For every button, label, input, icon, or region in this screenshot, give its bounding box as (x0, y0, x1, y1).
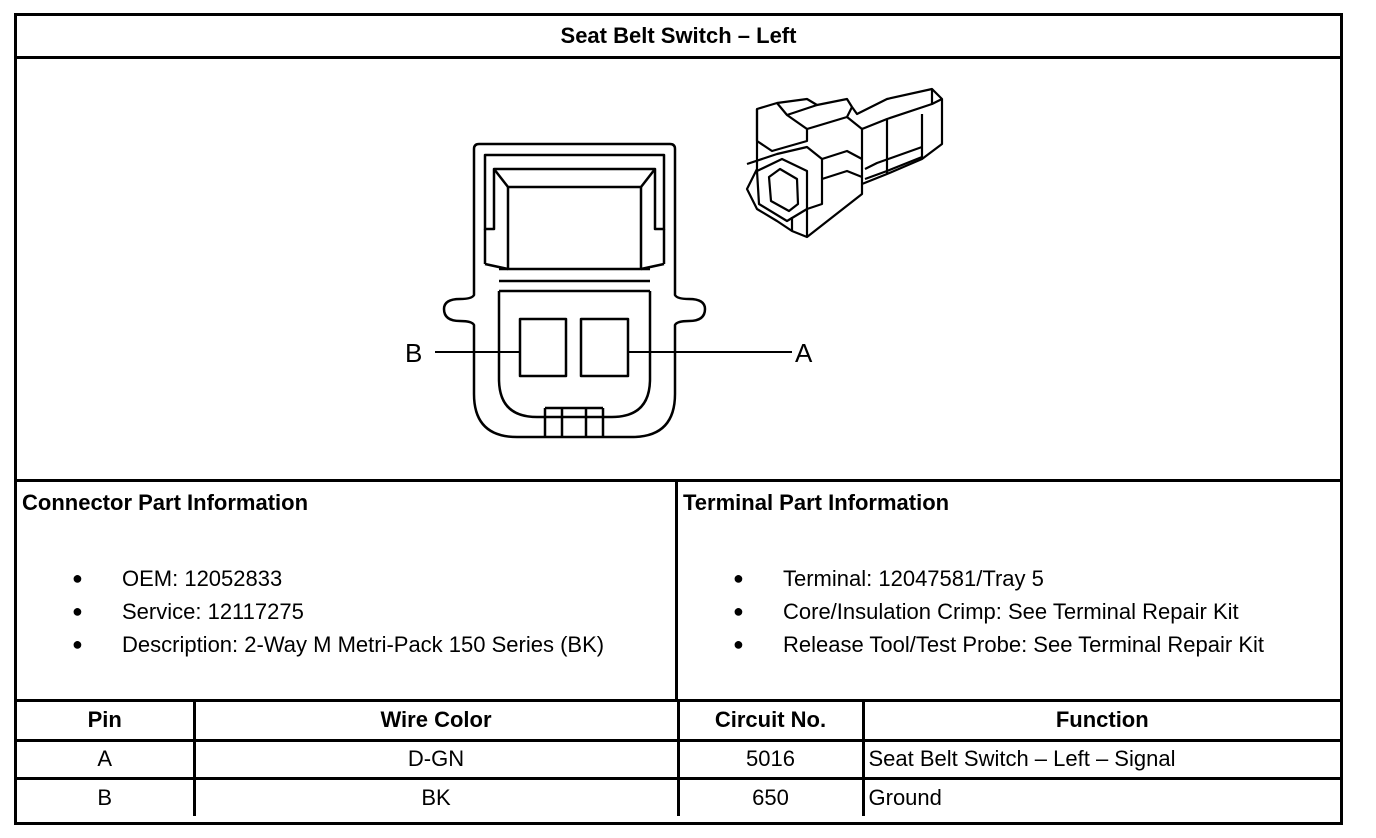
terminal-info-list: ● Terminal: 12047581/Tray 5 ● Core/Insulat… (678, 562, 1264, 661)
pin-table: Pin Wire Color Circuit No. Function A D-… (17, 702, 1340, 816)
header-function: Function (861, 702, 1340, 742)
bullet-icon: ● (72, 568, 83, 588)
cell-wire-color: D-GN (192, 738, 680, 780)
terminal-a (579, 317, 630, 378)
list-item: ● Description: 2-Way M Metri-Pack 150 Ser… (17, 628, 604, 661)
connector-info-list: ● OEM: 12052833 ● Service: 12117275 ● Descr… (17, 562, 604, 661)
part-info-row: Connector Part Information ● OEM: 1205283… (17, 482, 1340, 702)
table-header-row: Pin Wire Color Circuit No. Function (17, 702, 1340, 742)
header-wire-color: Wire Color (192, 702, 680, 742)
cell-pin: A (17, 738, 196, 780)
header-pin: Pin (17, 702, 196, 742)
terminal-b (518, 317, 568, 378)
bullet-icon: ● (733, 634, 744, 654)
cell-circuit-no: 650 (676, 776, 865, 816)
terminal-part-info: Terminal Part Information ● Terminal: 120… (678, 482, 1340, 699)
connector-info-service: Service: 12117275 (122, 599, 304, 624)
terminal-info-heading: Terminal Part Information (683, 490, 950, 515)
terminal-cavity (497, 291, 652, 419)
list-item: ● Terminal: 12047581/Tray 5 (678, 562, 1264, 595)
cell-wire-color: BK (192, 776, 680, 816)
connector-info-heading: Connector Part Information (22, 490, 309, 515)
connector-sheet: Seat Belt Switch – Left (14, 13, 1343, 825)
connector-info-oem: OEM: 12052833 (122, 566, 283, 591)
terminal-info-terminal: Terminal: 12047581/Tray 5 (783, 566, 1044, 591)
latch-top (493, 168, 656, 189)
bullet-icon: ● (72, 634, 83, 654)
connector-part-info: Connector Part Information ● OEM: 1205283… (17, 482, 678, 699)
table-row: B BK 650 Ground (17, 776, 1340, 816)
cell-function: Ground (861, 776, 1340, 816)
cell-pin: B (17, 776, 196, 816)
connector-diagram: B A (17, 59, 1340, 482)
list-item: ● Core/Insulation Crimp: See Terminal Rep… (678, 595, 1264, 628)
cell-function: Seat Belt Switch – Left – Signal (861, 738, 1340, 780)
table-row: A D-GN 5016 Seat Belt Switch – Left – Si… (17, 738, 1340, 780)
connector-isometric-view (745, 87, 944, 239)
connector-info-description: Description: 2-Way M Metri-Pack 150 Seri… (122, 632, 605, 657)
header-circuit-no: Circuit No. (676, 702, 865, 742)
bullet-icon: ● (733, 568, 744, 588)
list-item: ● Release Tool/Test Probe: See Terminal R… (678, 628, 1264, 661)
connector-face-outline (442, 142, 707, 439)
terminal-info-release-tool: Release Tool/Test Probe: See Terminal Re… (783, 632, 1264, 657)
list-item: ● Service: 12117275 (17, 595, 604, 628)
pin-label-a: A (795, 338, 813, 368)
pin-label-b: B (405, 338, 422, 368)
terminal-info-crimp: Core/Insulation Crimp: See Terminal Repa… (783, 599, 1239, 624)
sheet-title: Seat Belt Switch – Left (17, 16, 1340, 59)
cell-circuit-no: 5016 (676, 738, 865, 780)
latch-frame (483, 153, 666, 231)
bullet-icon: ● (733, 601, 744, 621)
bullet-icon: ● (72, 601, 83, 621)
connector-drawing: B A (405, 87, 944, 439)
list-item: ● OEM: 12052833 (17, 562, 604, 595)
